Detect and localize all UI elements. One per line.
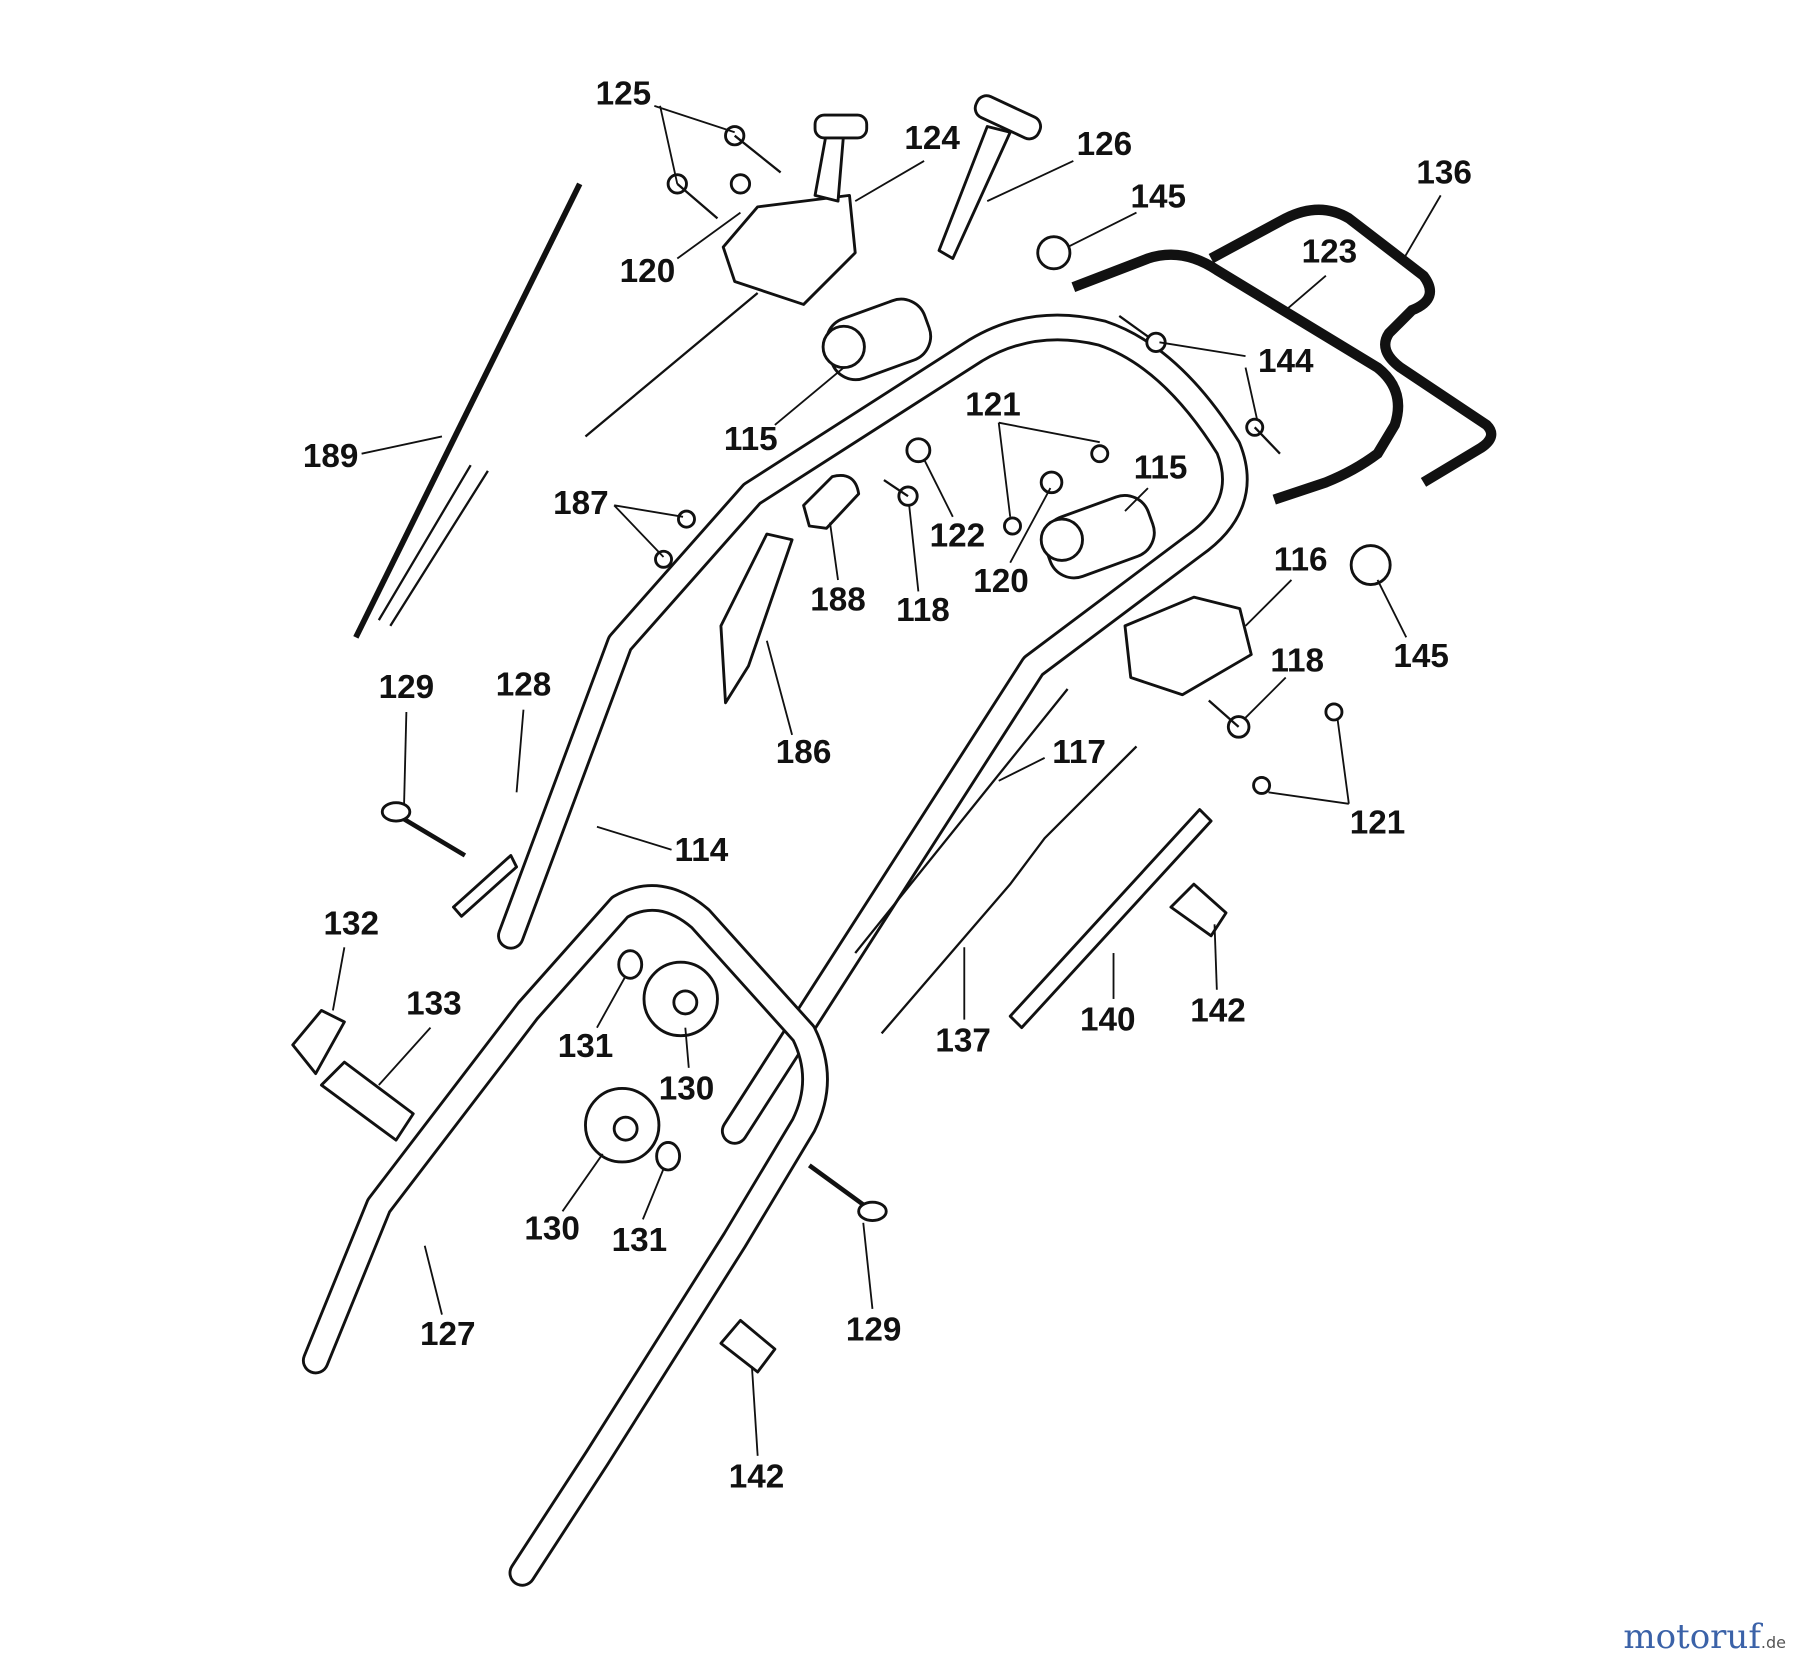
- switch-box-186: [719, 532, 794, 705]
- throttle-lever-124: [721, 113, 869, 306]
- key-188: [802, 474, 861, 530]
- label-115: 115: [724, 421, 778, 458]
- label-130: 130: [524, 1211, 580, 1248]
- bail-136: [1208, 204, 1497, 487]
- label-120: 120: [620, 253, 676, 290]
- watermark-brand: motoruf: [1623, 1617, 1761, 1657]
- label-142: 142: [729, 1459, 785, 1496]
- label-114: 114: [675, 832, 729, 869]
- label-117: 117: [1052, 734, 1106, 771]
- label-136: 136: [1416, 155, 1472, 192]
- lower-handle-127: [301, 884, 829, 1587]
- label-125: 125: [596, 75, 652, 112]
- watermark-tld: .de: [1760, 1633, 1786, 1652]
- label-133: 133: [406, 986, 462, 1023]
- pulley-130-upper: [642, 960, 719, 1038]
- upper-handle-114: [497, 313, 1249, 1145]
- watermark-logo: motoruf.de: [1623, 1617, 1786, 1657]
- label-145: 145: [1393, 638, 1449, 675]
- label-131: 131: [558, 1028, 614, 1065]
- bolt-head-129: [380, 801, 412, 823]
- label-188: 188: [810, 582, 866, 619]
- label-137: 137: [935, 1022, 991, 1059]
- part-labels: 125 124 126 136 145 123 120 144 115 121 …: [303, 75, 1472, 1495]
- label-123: 123: [1302, 234, 1358, 271]
- label-129: 129: [846, 1312, 902, 1349]
- throttle-cable: [584, 292, 759, 438]
- spring-128: [452, 854, 519, 918]
- clip-132: [291, 1008, 346, 1076]
- label-144: 144: [1258, 343, 1314, 380]
- label-118: 118: [896, 592, 950, 629]
- label-118: 118: [1270, 642, 1324, 679]
- label-142: 142: [1190, 993, 1246, 1030]
- plate-133: [319, 1060, 415, 1142]
- label-116: 116: [1274, 541, 1328, 578]
- pulley-130-lower: [584, 1087, 661, 1164]
- cable-189-wires: [377, 464, 489, 627]
- label-121: 121: [1350, 804, 1406, 841]
- bolt-head-129: [857, 1200, 888, 1222]
- clip-142: [1169, 882, 1228, 938]
- label-189: 189: [303, 438, 359, 475]
- label-122: 122: [930, 517, 986, 554]
- label-115: 115: [1134, 450, 1188, 487]
- label-186: 186: [776, 734, 832, 771]
- label-120: 120: [973, 563, 1029, 600]
- label-121: 121: [965, 386, 1021, 423]
- label-124: 124: [904, 120, 960, 157]
- bail-123: [1071, 249, 1404, 505]
- label-130: 130: [659, 1071, 715, 1108]
- handle-lever-126: [937, 94, 1043, 260]
- label-187: 187: [553, 485, 609, 522]
- bracket-116: [1123, 595, 1253, 697]
- washer-131: [617, 949, 644, 980]
- label-129: 129: [379, 669, 435, 706]
- rack-140: [1008, 808, 1213, 1030]
- switch-115-lower: [1039, 494, 1156, 580]
- label-131: 131: [612, 1222, 668, 1259]
- label-126: 126: [1077, 126, 1133, 163]
- label-127: 127: [420, 1316, 476, 1353]
- label-140: 140: [1080, 1002, 1136, 1039]
- cable-137: [880, 745, 1138, 1035]
- label-145: 145: [1131, 179, 1187, 216]
- label-132: 132: [324, 905, 380, 942]
- cable-189: [353, 182, 583, 639]
- clip-142: [719, 1318, 777, 1374]
- leader-lines: [332, 104, 1442, 1456]
- washer-131: [655, 1141, 682, 1172]
- cable-117: [854, 688, 1069, 954]
- label-128: 128: [496, 667, 552, 704]
- switch-115-upper: [821, 297, 933, 382]
